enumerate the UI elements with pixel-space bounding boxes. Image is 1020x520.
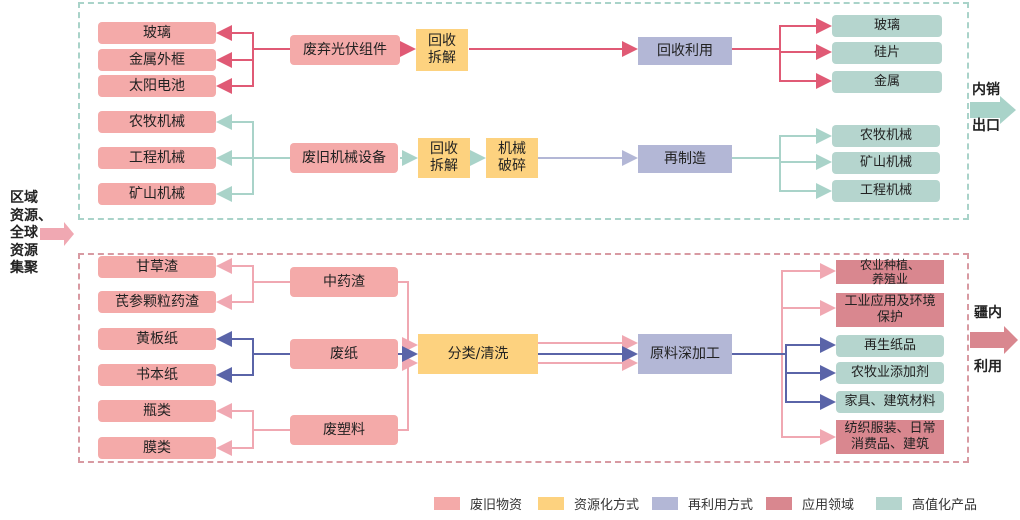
pv-waste-source: 废弃光伏组件: [290, 35, 400, 65]
paper-waste-source: 废纸: [290, 339, 398, 369]
legend-reuse: 再利用方式: [652, 494, 753, 513]
domain-industry: 工业应用及环境 保护: [836, 293, 944, 327]
plastic-waste-source: 废塑料: [290, 415, 398, 445]
pv-output-glass: 玻璃: [98, 22, 216, 44]
bottom-section-frame: [78, 253, 969, 463]
product-feed-additive: 农牧业添加剂: [836, 362, 944, 384]
bottom-exit-label-1: 疆内: [974, 305, 1002, 321]
region-resource-label: 区域 资源、 全球 资源 集聚: [10, 190, 52, 276]
pv-product-metal: 金属: [832, 71, 942, 93]
pv-method: 回收 拆解: [416, 29, 468, 71]
mach-product-agri: 农牧机械: [832, 125, 940, 147]
mach-product-mining: 矿山机械: [832, 152, 940, 174]
herb-waste-source: 中药渣: [290, 267, 398, 297]
legend-product-label: 高值化产品: [912, 498, 978, 513]
mach-output-agri: 农牧机械: [98, 111, 216, 133]
legend-method-label: 资源化方式: [574, 498, 640, 513]
sort-wash-method: 分类/清洗: [418, 334, 538, 374]
bottom-exit-label-2: 利用: [974, 359, 1002, 375]
legend-method: 资源化方式: [538, 494, 639, 513]
mach-waste-source: 废旧机械设备: [290, 143, 398, 173]
legend-product: 高值化产品: [876, 494, 977, 513]
deep-processing-reuse: 原料深加工: [638, 334, 732, 374]
pv-output-solar-cell: 太阳电池: [98, 75, 216, 97]
mach-output-engineering: 工程机械: [98, 147, 216, 169]
plastic-output-bottle: 瓶类: [98, 400, 216, 422]
bottom-outflow-arrow: [970, 326, 1018, 354]
pv-product-silicon: 硅片: [832, 42, 942, 64]
legend-reuse-label: 再利用方式: [688, 498, 754, 513]
product-furniture-building: 家具、建筑材料: [836, 391, 944, 413]
paper-output-book: 书本纸: [98, 364, 216, 386]
legend-domain: 应用领域: [766, 494, 854, 513]
legend-waste: 废旧物资: [434, 494, 522, 513]
herb-output-licorice: 甘草渣: [98, 256, 216, 278]
product-recycled-paper: 再生纸品: [836, 335, 944, 357]
herb-output-granule: 芪参颗粒药渣: [98, 291, 216, 313]
top-section-frame: [78, 2, 969, 220]
legend-domain-label: 应用领域: [802, 498, 855, 513]
pv-output-metal-frame: 金属外框: [98, 49, 216, 71]
top-exit-label-1: 内销: [972, 82, 1000, 98]
pv-reuse: 回收利用: [638, 37, 732, 65]
top-exit-label-2: 出口: [972, 118, 1000, 134]
left-inflow-arrow: [40, 222, 74, 246]
paper-output-yellowboard: 黄板纸: [98, 328, 216, 350]
mach-method-dismantle: 回收 拆解: [418, 138, 470, 178]
legend-waste-label: 废旧物资: [470, 498, 523, 513]
domain-agriculture: 农业种植、 养殖业: [836, 258, 944, 286]
pv-product-glass: 玻璃: [832, 15, 942, 37]
mach-output-mining: 矿山机械: [98, 183, 216, 205]
plastic-output-film: 膜类: [98, 437, 216, 459]
mach-method-crush: 机械 破碎: [486, 138, 538, 178]
mach-product-engineering: 工程机械: [832, 180, 940, 202]
domain-textile-consumer: 纺织服装、日常 消费品、建筑: [836, 420, 944, 454]
mach-reuse: 再制造: [638, 145, 732, 173]
top-outflow-arrow: [970, 96, 1016, 124]
